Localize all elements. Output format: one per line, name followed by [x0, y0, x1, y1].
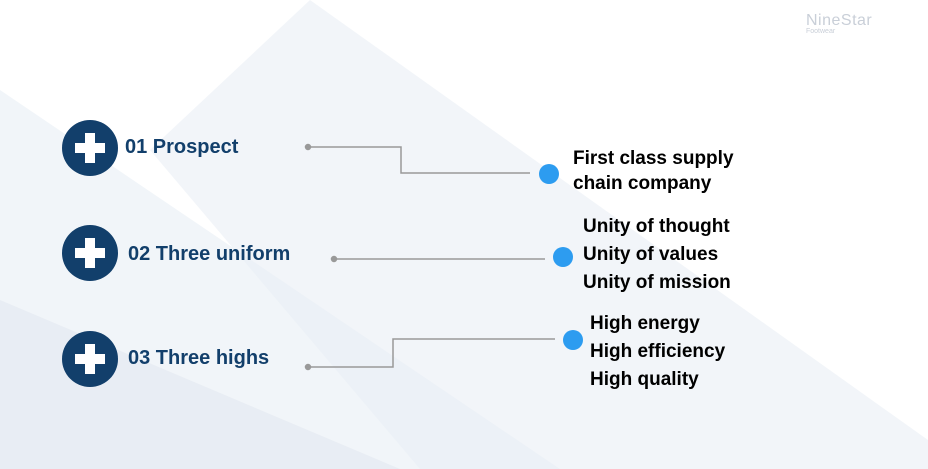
text-line: Unity of values	[583, 244, 719, 265]
prospect-description: First class supply chain company	[573, 146, 734, 196]
logo-title: NineStar	[806, 12, 873, 29]
item-label-three-uniform: 02 Three uniform	[128, 243, 291, 265]
plus-icon	[62, 225, 118, 281]
bullet-dot	[563, 330, 583, 350]
bullet-dot	[539, 164, 559, 184]
text-line: Unity of mission	[583, 272, 731, 293]
text-line: First class supply	[573, 148, 734, 169]
ninestar-logo: NineStar Footwear	[806, 12, 872, 35]
text-line: High energy	[590, 313, 700, 334]
bullet-dot	[553, 247, 573, 267]
text-line: High quality	[590, 369, 699, 390]
text-line: chain company	[573, 173, 712, 194]
text-line: Unity of thought	[583, 216, 730, 237]
plus-icon	[62, 331, 118, 387]
plus-icon	[62, 120, 118, 176]
item-label-prospect: 01 Prospect	[125, 136, 239, 158]
logo-subtitle: Footwear	[806, 28, 836, 35]
item-label-three-highs: 03 Three highs	[128, 347, 270, 369]
text-line: High efficiency	[590, 341, 726, 362]
